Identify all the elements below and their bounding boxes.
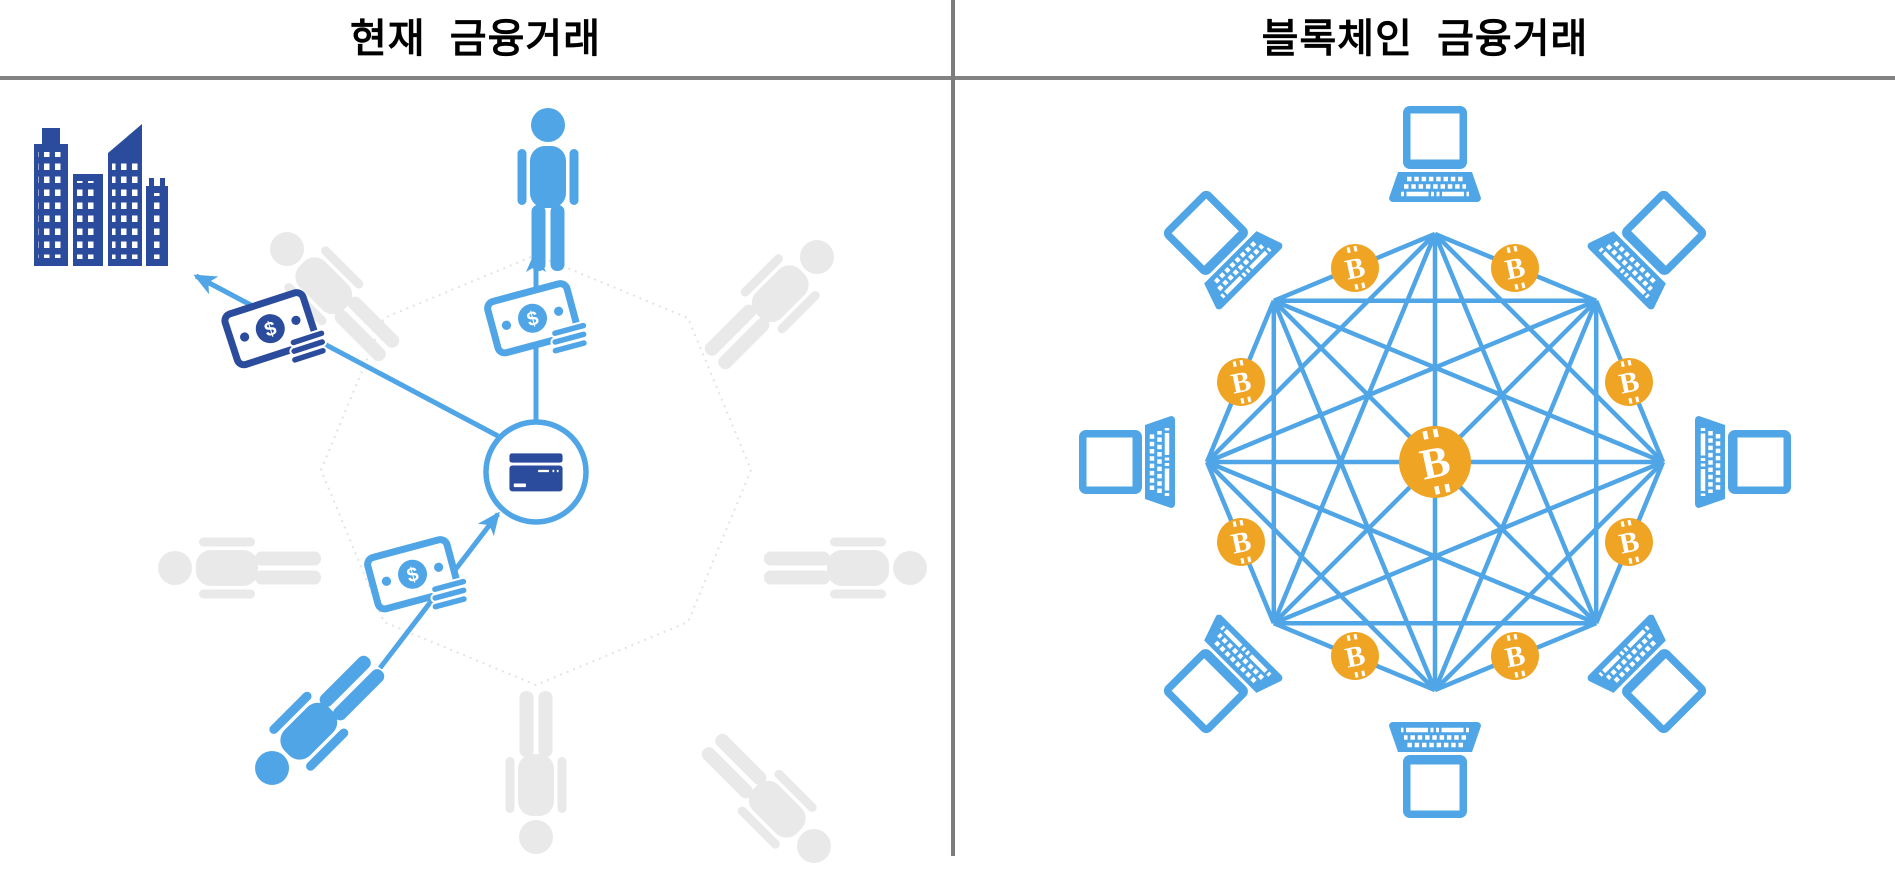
money-bill-icon-to-bank: $ xyxy=(219,282,337,383)
faded-person-icon-left xyxy=(155,525,325,611)
right-panel xyxy=(957,80,1895,856)
bitcoin-coin-center: B xyxy=(1399,426,1471,498)
arrow-hub-to-bank xyxy=(193,273,500,439)
laptop-icon-nw xyxy=(1147,174,1291,318)
bitcoin-coin-ring-8: B xyxy=(1331,244,1379,292)
comparison-diagram: 현재 금융거래 블록체인 금융거래 xyxy=(0,0,1895,863)
dotted-octagon xyxy=(319,253,753,687)
faded-person-icon-top-right xyxy=(680,212,861,393)
person-icon-bottom-left xyxy=(227,631,408,812)
svg-text:$: $ xyxy=(525,307,541,331)
bank-buildings-icon xyxy=(30,108,170,268)
svg-text:$: $ xyxy=(405,563,421,587)
laptop-icon-sw xyxy=(1147,606,1291,750)
money-bill-icon-to-person: $ xyxy=(482,274,598,371)
faded-person-icon-bottom-right xyxy=(677,709,858,890)
bitcoin-coin-ring-1: B xyxy=(1491,244,1539,292)
faded-person-icon-right xyxy=(760,525,930,611)
bitcoin-coin-ring-2: B xyxy=(1605,358,1653,406)
bitcoin-coin-ring-7: B xyxy=(1217,358,1265,406)
title-blockchain-finance: 블록체인 금융거래 xyxy=(1261,17,1589,61)
bitcoin-coin-ring-3: B xyxy=(1605,518,1653,566)
laptop-icon-e xyxy=(1691,410,1791,514)
full-mesh-network xyxy=(1204,231,1666,693)
bitcoin-coin-ring-4: B xyxy=(1491,632,1539,680)
header-rule xyxy=(0,76,1895,80)
laptop-icon-s xyxy=(1383,718,1487,818)
bitcoin-coin-ring-5: B xyxy=(1331,632,1379,680)
mesh-link xyxy=(1205,460,1437,692)
person-icon-top xyxy=(505,105,591,275)
laptop-icon-w xyxy=(1079,410,1179,514)
faded-person-icon-bottom xyxy=(493,687,579,857)
money-bill-icon-from-sender: $ xyxy=(362,530,478,627)
mesh-link xyxy=(1272,298,1664,465)
title-current-finance: 현재 금융거래 xyxy=(349,17,602,61)
laptop-icon-n xyxy=(1383,106,1487,206)
laptop-icon-ne xyxy=(1579,174,1723,318)
bitcoin-coin-ring-6: B xyxy=(1217,518,1265,566)
mesh-link xyxy=(1271,299,1438,691)
panel-divider xyxy=(951,0,955,856)
laptop-icon-se xyxy=(1579,606,1723,750)
credit-card-icon xyxy=(508,452,564,492)
